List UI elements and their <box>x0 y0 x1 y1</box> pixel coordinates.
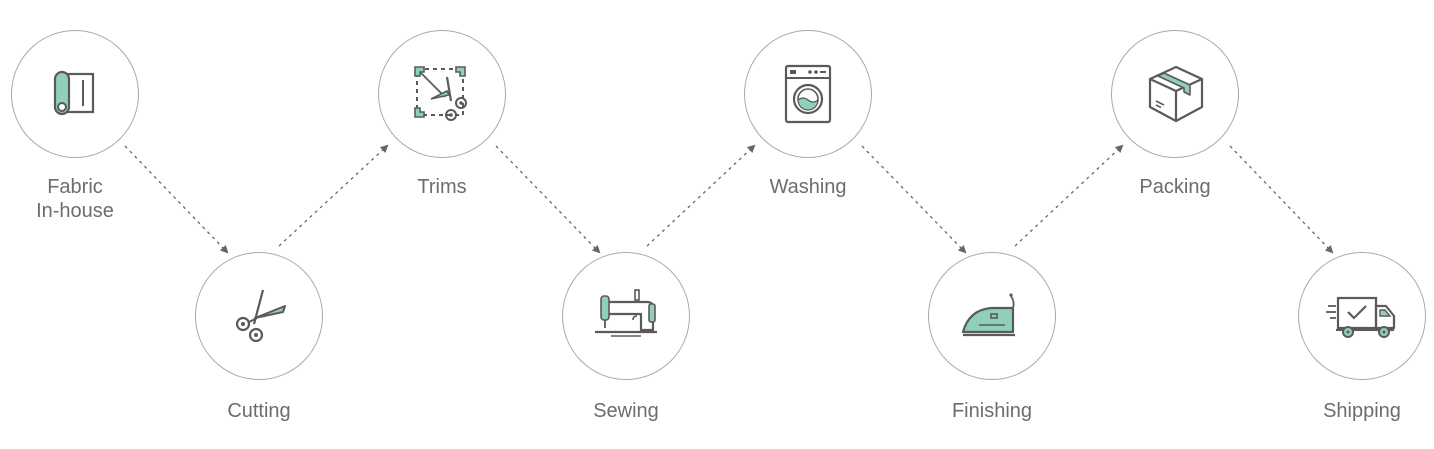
trim-cutting-icon <box>414 66 467 121</box>
step-circle <box>195 252 323 380</box>
delivery-truck-icon <box>1326 296 1396 338</box>
step-label: Washing <box>769 176 847 198</box>
step-label: Shipping <box>1323 400 1401 422</box>
step-circle <box>1298 252 1426 380</box>
arrow-packing-to-shipping <box>1229 145 1334 254</box>
step-label: Packing <box>1139 176 1211 198</box>
scissors-icon <box>235 289 286 343</box>
sewing-machine-icon <box>595 289 657 337</box>
step-circle <box>744 30 872 158</box>
step-label: Sewing <box>593 400 659 422</box>
step-circle <box>378 30 506 158</box>
step-label: Fabric <box>47 176 103 198</box>
step-circle <box>928 252 1056 380</box>
washing-machine-icon <box>784 64 832 124</box>
arrow-washing-to-finishing <box>861 145 967 254</box>
fabric-roll-icon <box>53 70 95 116</box>
package-box-icon <box>1148 65 1204 123</box>
step-label: Trims <box>417 176 467 198</box>
step-label-line2: In-house <box>36 200 114 222</box>
step-label: Finishing <box>951 400 1033 422</box>
step-circle <box>562 252 690 380</box>
iron-icon <box>961 293 1015 337</box>
step-label: Cutting <box>227 400 291 422</box>
step-circle <box>11 30 139 158</box>
step-circle <box>1111 30 1239 158</box>
arrow-trims-to-sewing <box>495 145 601 254</box>
